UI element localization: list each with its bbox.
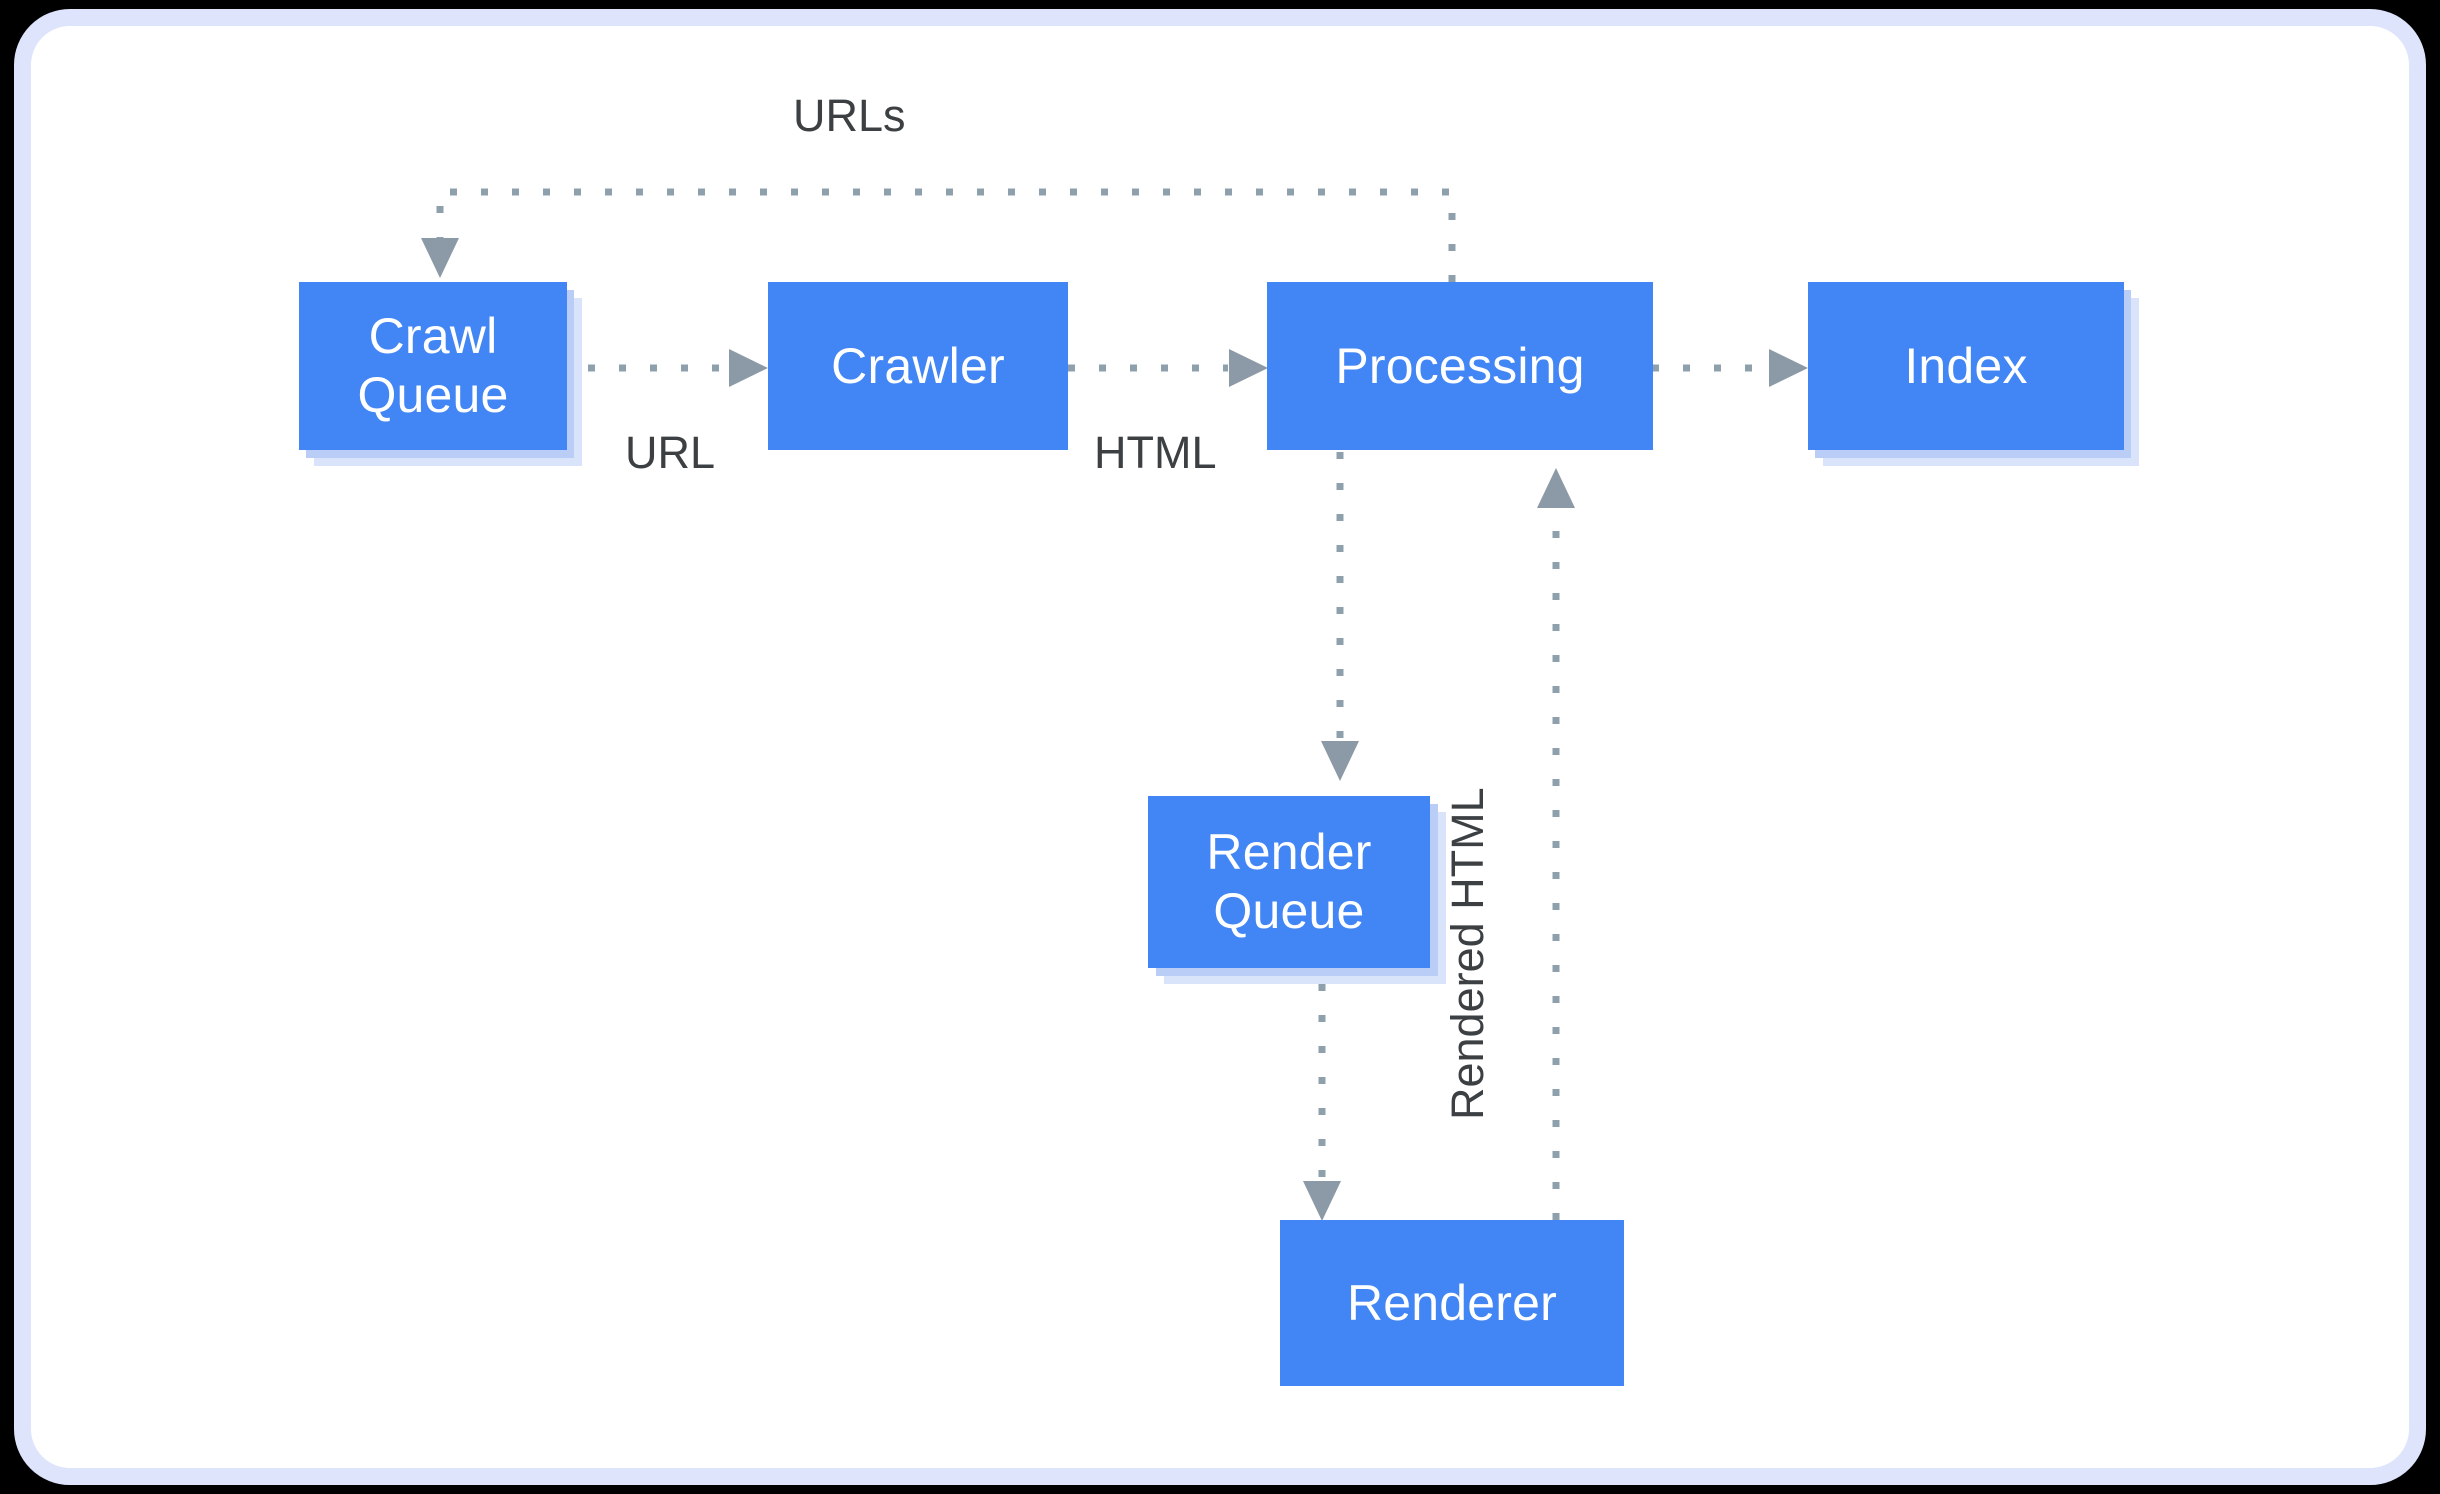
node-render-queue-label: Render Queue bbox=[1206, 824, 1372, 939]
node-crawler-label: Crawler bbox=[831, 337, 1005, 394]
node-renderer[interactable]: Renderer bbox=[1280, 1220, 1624, 1386]
node-processing-label: Processing bbox=[1335, 337, 1585, 394]
edge-to-renderer bbox=[1303, 984, 1341, 1221]
edge-html bbox=[1068, 349, 1268, 387]
edge-to-index bbox=[1652, 349, 1808, 387]
node-render-queue[interactable]: Render Queue bbox=[1148, 796, 1430, 968]
node-index[interactable]: Index bbox=[1808, 282, 2124, 450]
node-processing[interactable]: Processing bbox=[1267, 282, 1653, 450]
edge-label-html: HTML bbox=[1094, 427, 1217, 478]
node-renderer-label: Renderer bbox=[1346, 1274, 1558, 1331]
edge-to-render-queue bbox=[1321, 452, 1359, 781]
edge-url bbox=[588, 349, 768, 387]
edge-urls bbox=[421, 188, 1456, 282]
edge-label-url: URL bbox=[625, 427, 716, 478]
node-crawl-queue-label: Crawl Queue bbox=[357, 308, 509, 423]
node-crawler[interactable]: Crawler bbox=[768, 282, 1068, 450]
edge-rendered-html bbox=[1537, 468, 1575, 1220]
edge-label-rendered-html: Rendered HTML bbox=[1442, 787, 1493, 1120]
node-crawl-queue[interactable]: Crawl Queue bbox=[299, 282, 567, 450]
node-index-label: Index bbox=[1904, 337, 2028, 394]
edge-label-urls: URLs bbox=[793, 90, 906, 141]
